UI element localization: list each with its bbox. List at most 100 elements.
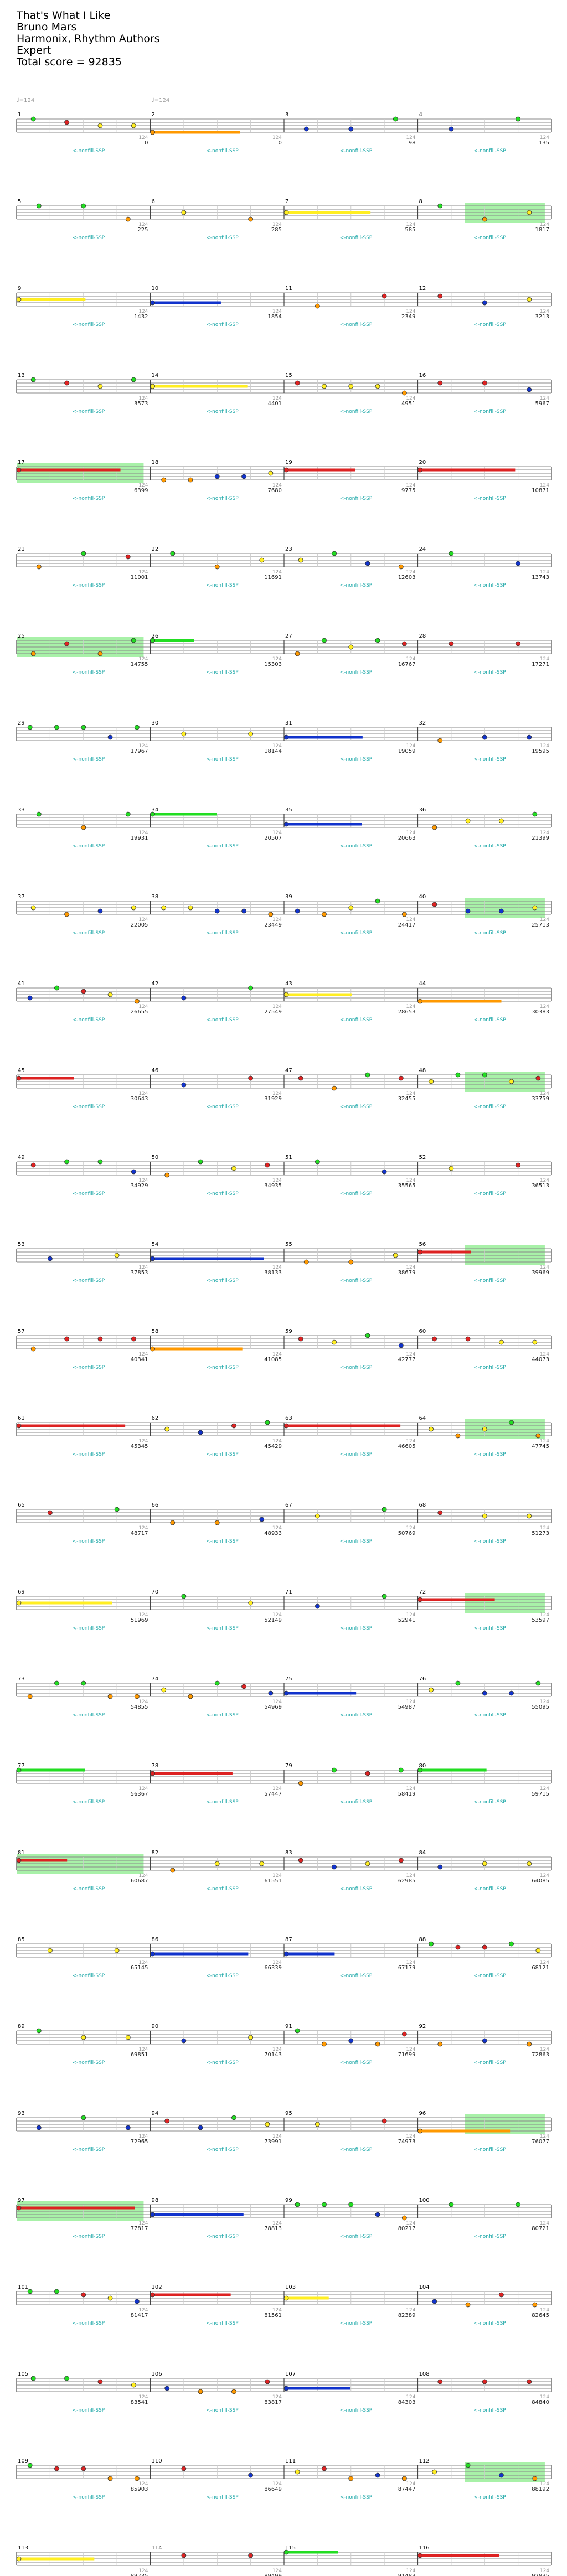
phrase-label: <-nonfill-SSP <box>73 583 105 588</box>
note-gem <box>375 638 380 643</box>
note-gem <box>214 1520 220 1525</box>
cumulative-score: 61551 <box>264 1878 282 1884</box>
note-gem <box>16 1600 22 1606</box>
cumulative-score: 15303 <box>264 661 282 668</box>
tempo-label: 124 <box>540 1612 549 1618</box>
measure-number: 18 <box>152 459 159 465</box>
phrase-label: <-nonfill-SSP <box>473 844 506 849</box>
note-gem <box>455 1944 461 1950</box>
measure-number: 47 <box>285 1068 292 1074</box>
tempo-label: 124 <box>272 2568 282 2574</box>
note-gem <box>437 380 443 386</box>
cumulative-score: 88192 <box>532 2486 549 2492</box>
measure-number: 85 <box>18 1937 25 1943</box>
phrase-label: <-nonfill-SSP <box>206 1886 239 1892</box>
cumulative-score: 21399 <box>532 835 549 841</box>
note-gem <box>284 734 289 740</box>
tempo-label: 124 <box>272 917 282 923</box>
phrase-label: <-nonfill-SSP <box>73 2234 105 2239</box>
note-gem <box>465 1336 471 1342</box>
cumulative-score: 69851 <box>131 2052 148 2058</box>
cumulative-score: 5967 <box>535 401 549 407</box>
tempo-label: 124 <box>138 1873 148 1879</box>
cumulative-score: 135 <box>539 140 549 146</box>
note-gem <box>231 1423 236 1429</box>
note-gem <box>16 1858 22 1863</box>
tempo-label: 124 <box>540 483 549 488</box>
tempo-label: 124 <box>406 2221 415 2226</box>
phrase-label: <-nonfill-SSP <box>206 1278 239 1284</box>
note-gem <box>429 1687 434 1693</box>
measure-number: 58 <box>152 1328 159 1334</box>
tempo-label: 124 <box>138 222 148 227</box>
note-gem <box>401 641 407 646</box>
tempo-label: 124 <box>138 1352 148 1357</box>
note-gem <box>248 731 254 737</box>
measure-number: 1 <box>18 112 21 118</box>
tempo-label: 124 <box>272 483 282 488</box>
cumulative-score: 60687 <box>131 1878 148 1884</box>
measure-number: 75 <box>285 1676 292 1682</box>
note-gem <box>268 1690 274 1696</box>
note-gem <box>303 126 309 132</box>
note-gem <box>97 651 103 656</box>
cumulative-score: 53597 <box>532 1617 549 1623</box>
note-gem <box>81 2035 86 2040</box>
tempo-label: 124 <box>540 2134 549 2139</box>
tempo-label: 124 <box>138 1960 148 1965</box>
phrase-label: <-nonfill-SSP <box>340 1104 373 1110</box>
note-gem <box>417 2553 422 2558</box>
note-gem <box>382 1507 387 1512</box>
tempo-label: 124 <box>138 396 148 401</box>
note-gem <box>170 551 176 556</box>
cumulative-score: 47745 <box>532 1444 549 1450</box>
cumulative-score: 41085 <box>264 1357 282 1363</box>
note-gem <box>265 2379 270 2384</box>
note-gem <box>516 641 521 646</box>
note-gem <box>482 1426 487 1432</box>
note-gem <box>125 2035 131 2040</box>
measure-number: 88 <box>419 1937 426 1943</box>
note-gem <box>437 293 443 299</box>
note-gem <box>455 1072 461 1078</box>
tempo-label: 124 <box>540 1352 549 1357</box>
note-gem <box>64 2376 69 2381</box>
note-gem <box>107 2476 113 2481</box>
note-gem <box>532 1339 538 1345</box>
cumulative-score: 62985 <box>398 1878 416 1884</box>
note-gem <box>322 2202 327 2207</box>
note-gem <box>188 477 193 483</box>
measure-number: 6 <box>152 199 155 205</box>
measure-number: 11 <box>285 286 292 292</box>
phrase-label: <-nonfill-SSP <box>473 1973 506 1979</box>
note-gem <box>47 1948 53 1953</box>
phrase-label: <-nonfill-SSP <box>206 1713 239 1718</box>
measure-number: 36 <box>419 807 426 813</box>
measure-number: 22 <box>152 546 159 552</box>
note-gem <box>248 1600 254 1606</box>
tempo-label: 124 <box>406 2568 415 2574</box>
note-gem <box>27 725 33 730</box>
note-gem <box>455 1680 461 1686</box>
tempo-label: 124 <box>272 1873 282 1879</box>
note-gem <box>449 1166 454 1171</box>
measure-number: 46 <box>152 1068 159 1074</box>
note-gem <box>27 995 33 1001</box>
phrase-label: <-nonfill-SSP <box>473 1278 506 1284</box>
cumulative-score: 37853 <box>131 1270 148 1276</box>
note-gem <box>437 2041 443 2047</box>
phrase-label: <-nonfill-SSP <box>73 148 105 154</box>
measure-number: 56 <box>419 1242 426 1248</box>
cumulative-score: 25713 <box>532 922 549 928</box>
phrase-label: <-nonfill-SSP <box>206 496 239 501</box>
note-gem <box>375 2472 380 2478</box>
note-gem <box>284 1690 289 1696</box>
note-gem <box>150 130 155 135</box>
measure-number: 23 <box>285 546 292 552</box>
note-gem <box>375 2212 380 2217</box>
tempo-label: 124 <box>406 656 415 662</box>
cumulative-score: 33759 <box>532 1096 549 1102</box>
cumulative-score: 28653 <box>398 1009 416 1015</box>
measure-number: 63 <box>285 1415 292 1421</box>
phrase-label: <-nonfill-SSP <box>73 2147 105 2153</box>
